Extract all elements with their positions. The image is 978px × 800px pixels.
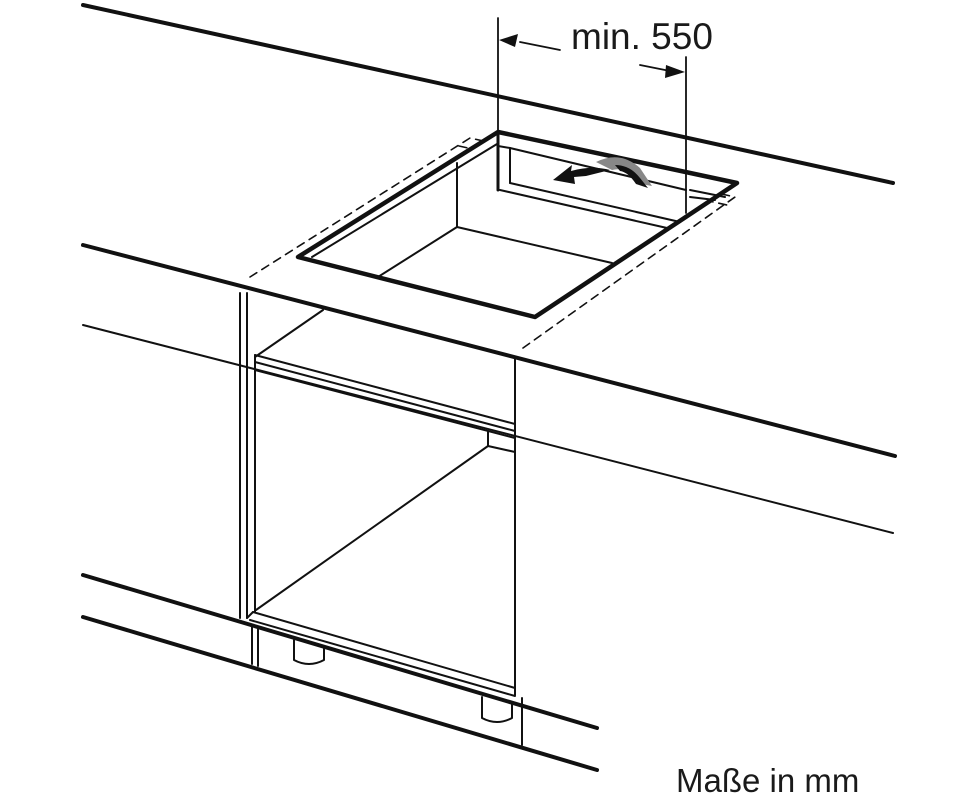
ventilation-arrow-icon (553, 157, 652, 188)
countertop-front-edge (81, 243, 897, 458)
base-cabinet (239, 292, 523, 746)
arrow-right-icon (665, 65, 685, 78)
plinth-bottom-edge (81, 615, 599, 772)
dimension-lines (497, 17, 687, 214)
cutout-interior (311, 143, 726, 278)
dimension-arrowheads (499, 34, 685, 78)
foot-right (481, 696, 513, 723)
countertop-underside-edge (82, 324, 894, 534)
units-note: Maße in mm (676, 762, 860, 799)
arrow-left-icon (499, 34, 518, 47)
cabinet-feet (293, 639, 513, 723)
hob-cutout (295, 129, 740, 320)
foot-left (293, 639, 325, 665)
wall-and-countertop (81, 3, 897, 772)
dimension-label: min. 550 (571, 16, 713, 57)
back-wall-edge (81, 3, 895, 185)
plinth-top-edge (81, 573, 599, 730)
